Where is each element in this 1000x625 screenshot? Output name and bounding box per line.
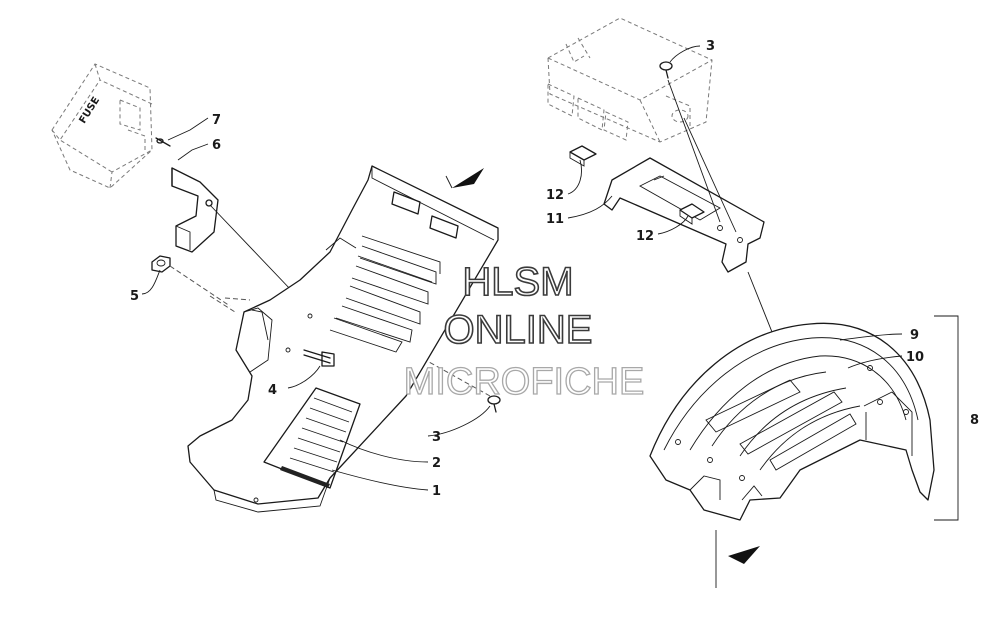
- push-rivet-3-right: [659, 61, 673, 79]
- watermark-line-3: MICROFICHE: [404, 361, 645, 403]
- callout-12-top: 12: [546, 188, 564, 203]
- nut-5: [151, 255, 171, 273]
- callout-3-right: 3: [706, 39, 715, 54]
- guide-line: [209, 295, 236, 313]
- clip-12-plate: [679, 203, 705, 225]
- callout-10: 10: [906, 350, 924, 365]
- watermark-line-1: HLSM: [462, 260, 573, 304]
- callout-labels: 7 6 5 4 3 2 1 3 12 11 12 9 10 8: [130, 39, 979, 499]
- callout-8: 8: [970, 413, 979, 428]
- clip-12-top: [569, 145, 597, 167]
- bolt-4: [303, 349, 335, 367]
- cover-panel-1: [187, 165, 499, 513]
- group-bracket: [934, 315, 959, 521]
- ecu-module: [547, 17, 713, 143]
- direction-arrow-icon: [452, 168, 484, 188]
- callout-1: 1: [432, 484, 441, 499]
- fender-8: [649, 322, 935, 521]
- guide-line: [667, 79, 721, 223]
- callout-5: 5: [130, 289, 139, 304]
- mounting-plate-11: [603, 157, 765, 273]
- callout-3-left: 3: [432, 430, 441, 445]
- callout-11: 11: [546, 212, 564, 227]
- warning-label-2: [263, 387, 361, 489]
- callout-9: 9: [910, 328, 919, 343]
- guide-line: [169, 265, 231, 307]
- guide-line: [683, 117, 737, 233]
- bracket-6: [171, 167, 219, 253]
- leader-lines: [141, 45, 903, 491]
- callout-7: 7: [212, 113, 221, 128]
- screw-7: [155, 137, 171, 147]
- push-rivet-3-left: [487, 395, 501, 413]
- direction-arrow-icon: [728, 546, 760, 564]
- callout-6: 6: [212, 138, 221, 153]
- callout-2: 2: [432, 456, 441, 471]
- callout-12-plate: 12: [636, 229, 654, 244]
- watermark: HLSM ONLINE MICROFICHE: [403, 259, 645, 403]
- fuse-box: FUSE: [51, 63, 153, 189]
- callout-4: 4: [268, 383, 277, 398]
- fuse-label: FUSE: [77, 95, 102, 126]
- watermark-line-2: ONLINE: [444, 308, 593, 352]
- guide-line: [224, 297, 251, 301]
